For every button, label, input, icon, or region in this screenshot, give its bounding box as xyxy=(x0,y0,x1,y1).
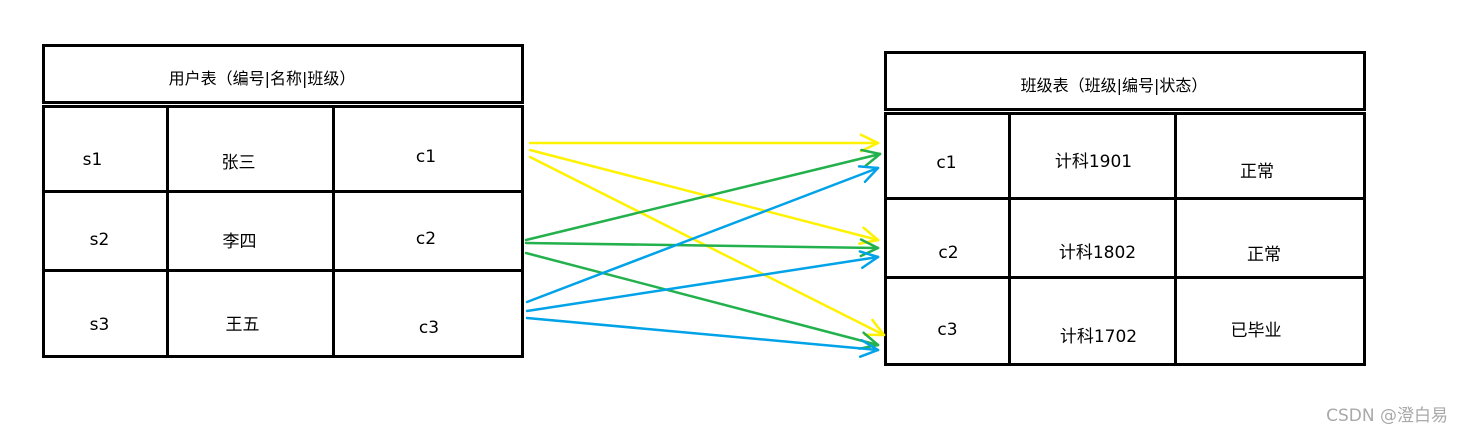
arrow-head-upper xyxy=(863,166,880,184)
class-table-row-1-status-cell: 正常 xyxy=(1177,115,1363,200)
user-id-text: s1 xyxy=(82,150,103,170)
user-name-text: 王五 xyxy=(225,315,260,335)
arrow-head-upper xyxy=(861,255,880,270)
arrow-head-upper xyxy=(864,152,882,168)
arrow-head-upper xyxy=(859,246,880,258)
class-id-text: c1 xyxy=(936,153,957,173)
watermark: CSDN @澄白易 xyxy=(1326,406,1448,426)
user-name-text: 张三 xyxy=(221,152,256,173)
user-table-title: 用户表（编号|名称|班级） xyxy=(168,69,356,88)
class-status-text: 正常 xyxy=(1240,161,1274,182)
user-id-text: s2 xyxy=(89,230,110,250)
class-table-title: 班级表（班级|编号|状态） xyxy=(1020,76,1208,95)
arrow-head-lower xyxy=(858,250,880,259)
arrow-head-lower xyxy=(860,338,880,352)
class-code-text: 计科1901 xyxy=(1054,151,1133,172)
user-table-body: s1 张三 c1 s2 李四 c2 s3 王五 c3 xyxy=(42,105,524,358)
class-table-row-1-class-cell: c1 xyxy=(887,115,1011,200)
user-class-text: c2 xyxy=(415,229,437,249)
arrow-head-lower xyxy=(871,318,886,337)
user-class-text: c3 xyxy=(418,317,440,338)
user-table-row-3-class-cell: c3 xyxy=(335,272,521,355)
class-table-row-3-class-cell: c3 xyxy=(887,279,1011,363)
arrow-user-row-1-to-class-row-2 xyxy=(528,148,880,245)
user-table-row-1-name-cell: 张三 xyxy=(169,108,335,193)
arrow-shaft xyxy=(524,251,880,347)
arrow-shaft xyxy=(525,255,880,313)
user-table-row-3-id-cell: s3 xyxy=(45,272,169,355)
class-table-row-2-status-cell: 正常 xyxy=(1177,200,1363,279)
arrow-shaft xyxy=(524,152,882,242)
class-table-row-1-code-cell: 计科1901 xyxy=(1011,115,1177,200)
arrow-head-lower xyxy=(862,331,880,347)
arrow-head-lower xyxy=(860,148,882,156)
user-table-header: 用户表（编号|名称|班级） xyxy=(42,44,524,104)
user-table-row-2-id-cell: s2 xyxy=(45,193,169,272)
arrow-head-lower xyxy=(857,165,880,170)
arrow-head-upper xyxy=(858,238,880,245)
arrow-head-upper xyxy=(858,348,880,358)
user-table-row-3-name-cell: 王五 xyxy=(169,272,335,355)
arrow-user-row-1-to-class-row-1 xyxy=(528,133,880,153)
arrow-head-lower xyxy=(859,133,880,145)
class-table-row-3-code-cell: 计科1702 xyxy=(1011,279,1177,363)
arrow-shaft xyxy=(525,166,880,304)
arrow-head-lower xyxy=(859,238,880,250)
arrow-head-lower xyxy=(862,226,880,242)
class-status-text: 正常 xyxy=(1247,244,1281,265)
class-table-header: 班级表（班级|编号|状态） xyxy=(884,51,1366,111)
user-name-text: 李四 xyxy=(222,231,257,252)
class-table-row-2-code-cell: 计科1802 xyxy=(1011,200,1177,279)
user-class-text: c1 xyxy=(415,147,437,167)
arrow-user-row-3-to-class-row-2 xyxy=(525,250,880,313)
class-code-text: 计科1702 xyxy=(1059,326,1138,347)
class-table-row-3-status-cell: 已毕业 xyxy=(1177,279,1363,363)
arrow-shaft xyxy=(528,148,880,242)
arrow-user-row-3-to-class-row-1 xyxy=(525,165,880,304)
class-id-text: c2 xyxy=(938,243,959,263)
class-code-text: 计科1802 xyxy=(1058,242,1137,263)
arrow-user-row-3-to-class-row-3 xyxy=(525,316,880,358)
user-id-text: s3 xyxy=(89,314,110,335)
arrow-shaft xyxy=(525,316,880,352)
user-table-row-1-class-cell: c1 xyxy=(335,108,521,193)
user-table-row-1-id-cell: s1 xyxy=(45,108,169,193)
class-id-text: c3 xyxy=(937,320,958,340)
class-status-text: 已毕业 xyxy=(1230,320,1282,341)
arrow-shaft xyxy=(524,241,880,250)
arrow-user-row-2-to-class-row-2 xyxy=(524,238,880,258)
user-table-row-2-name-cell: 李四 xyxy=(169,193,335,272)
user-table-row-2-class-cell: c2 xyxy=(335,193,521,272)
arrow-user-row-2-to-class-row-1 xyxy=(524,148,882,242)
class-table-row-2-class-cell: c2 xyxy=(887,200,1011,279)
class-table-body: c1 计科1901 正常 c2 计科1802 正常 c3 计科1702 已毕业 xyxy=(884,112,1366,366)
